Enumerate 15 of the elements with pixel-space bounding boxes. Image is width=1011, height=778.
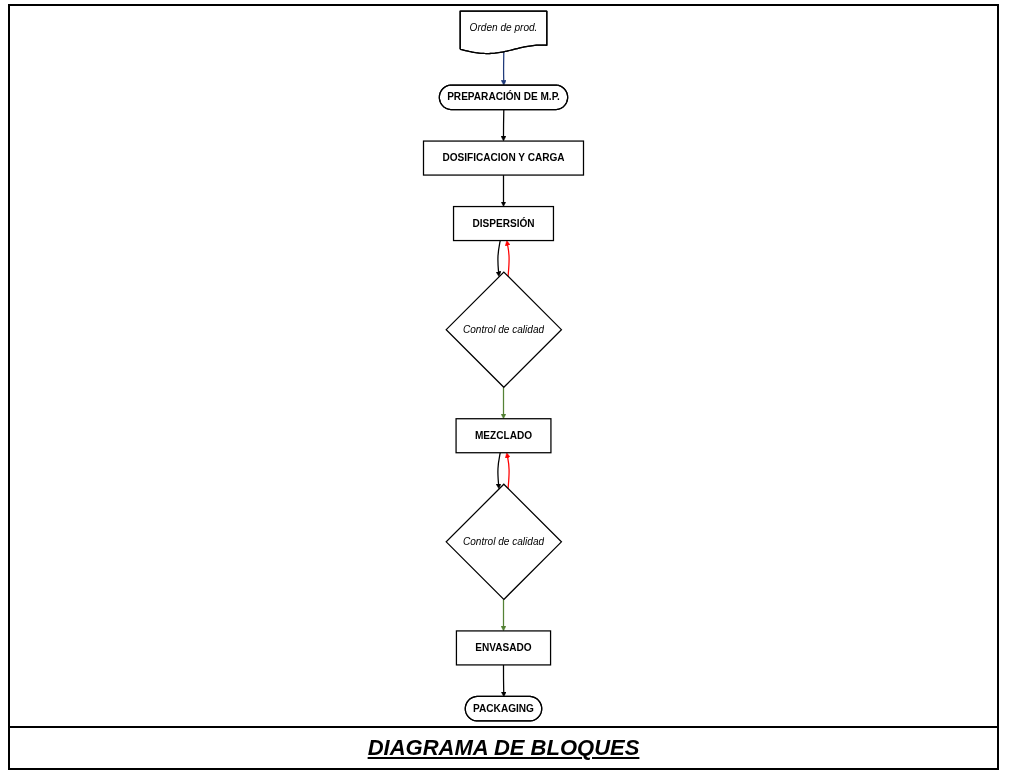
- node-diamond: Control de calidad: [445, 483, 563, 601]
- diagram-caption: DIAGRAMA DE BLOQUES: [367, 735, 640, 761]
- arrow: [495, 239, 502, 277]
- node-box: ENVASADO: [455, 630, 552, 666]
- arrow: [500, 51, 507, 86]
- arrow: [500, 174, 507, 207]
- arrow: [500, 664, 507, 697]
- arrow: [495, 452, 502, 490]
- arrow: [500, 386, 507, 419]
- node-box: DISPERSIÓN: [452, 205, 555, 242]
- arrow: [500, 109, 507, 142]
- node-box: MEZCLADO: [455, 418, 552, 454]
- arrow: [500, 598, 507, 632]
- node-diamond: Control de calidad: [445, 271, 563, 389]
- node-box: DOSIFICACION Y CARGA: [422, 140, 585, 176]
